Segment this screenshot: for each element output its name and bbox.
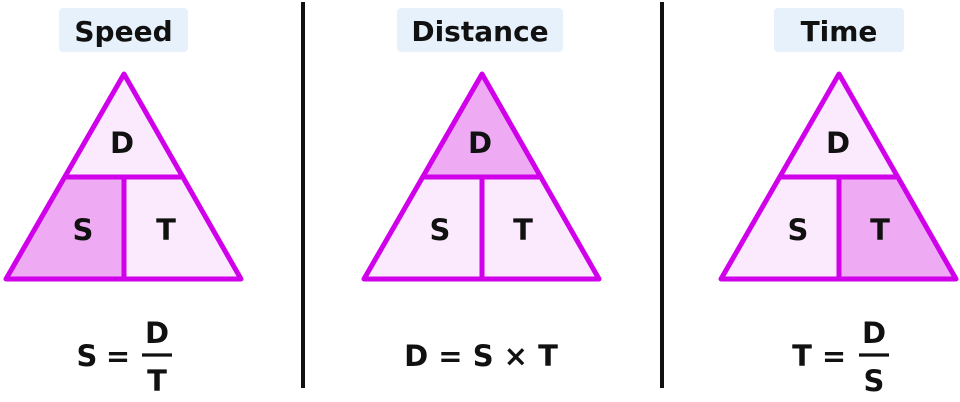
distance-letter-bottom-right: T [513,213,533,247]
panel-time: Time D S T T = D S [718,8,959,398]
speed-title: Speed [74,15,172,48]
speed-formula-numerator: D [145,316,169,350]
speed-triangle-bottom-right-cell [124,177,241,279]
speed-triangle-bottom-left-cell [6,177,124,279]
speed-formula-denominator: T [147,364,167,398]
speed-title-badge [59,8,188,52]
speed-formula-lhs: S [77,339,98,373]
distance-letter-bottom-left: S [430,213,451,247]
distance-triangle-bottom-left-cell [364,177,482,279]
time-formula: T = D S [792,316,889,398]
time-letter-bottom-left: S [788,213,809,247]
speed-formula-equals: = [106,339,130,373]
time-formula-denominator: S [864,364,885,398]
time-triangle-bottom-right-cell [839,177,956,279]
time-formula-lhs: T [792,339,812,373]
speed-triangle: D S T [3,71,244,282]
panel-speed: Speed D S T S = D T [3,8,244,398]
distance-triangle-top-cell [424,74,539,177]
time-triangle-bottom-left-cell [721,177,839,279]
time-title-badge [774,8,904,52]
distance-title-badge [397,8,563,52]
speed-letter-bottom-right: T [156,213,176,247]
distance-title: Distance [411,15,548,48]
panel-distance: Distance D S T D = S × T [361,8,602,373]
distance-formula: D = S × T [404,339,558,373]
distance-letter-top: D [468,126,492,160]
time-formula-equals: = [822,339,846,373]
time-letter-bottom-right: T [870,213,890,247]
speed-triangle-top-cell [66,74,181,177]
time-triangle: D S T [718,71,959,282]
time-formula-numerator: D [862,316,886,350]
time-title: Time [801,15,878,48]
time-triangle-top-cell [781,74,896,177]
speed-letter-top: D [110,126,134,160]
distance-triangle: D S T [361,71,602,282]
speed-formula: S = D T [77,316,172,398]
time-letter-top: D [826,126,850,160]
speed-letter-bottom-left: S [73,213,94,247]
distance-triangle-bottom-right-cell [482,177,599,279]
